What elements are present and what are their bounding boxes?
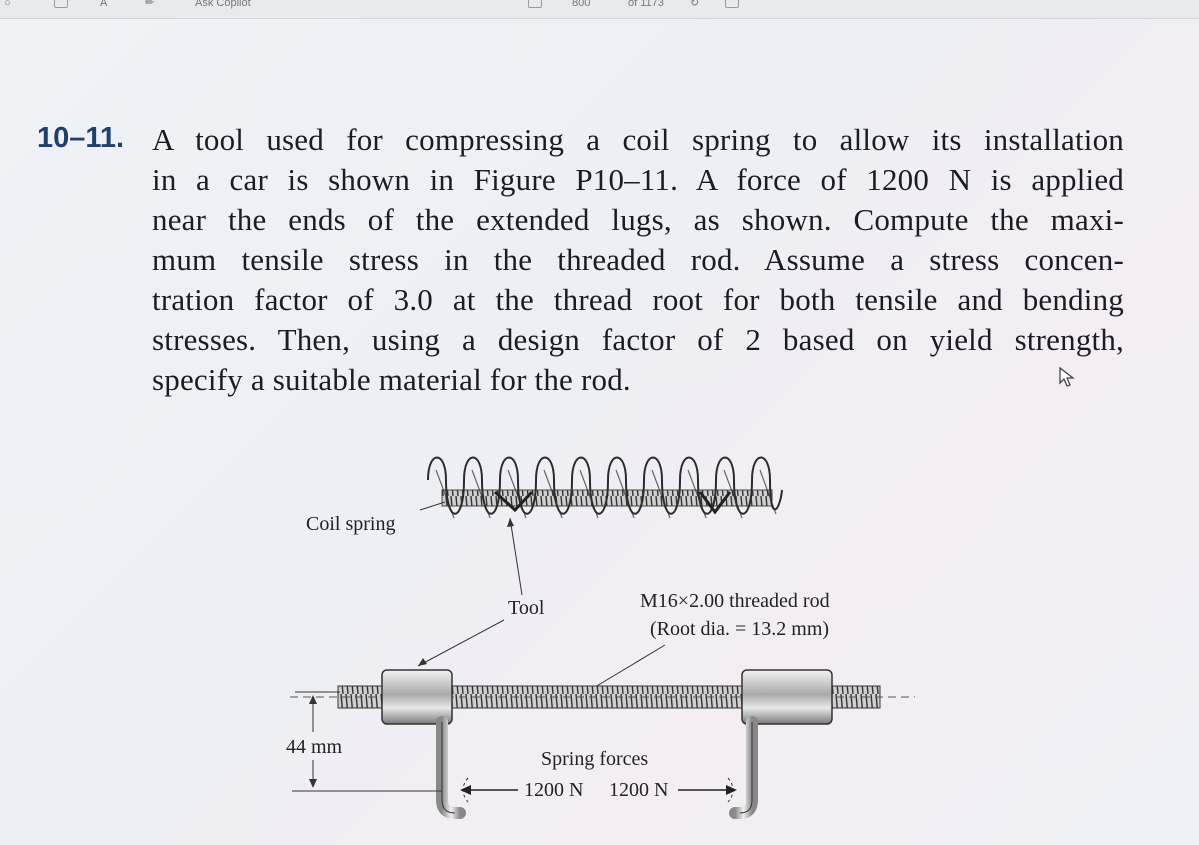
rotate-icon[interactable]: ↻ xyxy=(690,0,700,9)
back-icon[interactable]: ○ xyxy=(4,0,11,9)
problem-line: specify a suitable material for the rod. xyxy=(152,362,631,397)
problem-line: mum tensile stress in the threaded rod. … xyxy=(152,242,1124,277)
figure-drawing xyxy=(290,456,915,819)
fit-page-icon[interactable] xyxy=(528,0,542,8)
problem-line: A tool used for compressing a coil sprin… xyxy=(152,122,1124,157)
pdf-toolbar: ○ A ✏ Ask Copilot 800 of 1173 ↻ xyxy=(0,0,1199,19)
coil-spring-drawing xyxy=(427,456,783,519)
two-page-icon[interactable] xyxy=(725,0,739,8)
rod-label: M16×2.00 threaded rod xyxy=(640,590,830,612)
dimension-44mm xyxy=(292,691,442,792)
ask-copilot-button[interactable]: Ask Copilot xyxy=(195,0,251,9)
problem-line: stresses. Then, using a design factor of… xyxy=(152,322,1124,357)
rod-leader xyxy=(594,644,666,688)
problem-line: tration factor of 3.0 at the thread root… xyxy=(152,282,1124,317)
dimension-label: 44 mm xyxy=(286,736,343,758)
figure-spring-tool: Coil spring Tool M16×2.00 threaded rod (… xyxy=(270,430,930,830)
coil-spring-leader xyxy=(419,501,446,511)
force-right-label: 1200 N xyxy=(609,779,669,801)
spring-forces-label: Spring forces xyxy=(541,748,649,770)
sidebar-toggle-icon[interactable] xyxy=(54,0,68,8)
root-diameter-label: (Root dia. = 13.2 mm) xyxy=(650,618,830,640)
problem-number: 10–11. xyxy=(37,122,125,154)
page-count: of 1173 xyxy=(628,0,664,9)
spring-force-arrows xyxy=(460,785,737,795)
force-left-label: 1200 N xyxy=(524,779,584,801)
text-tool-icon[interactable]: A xyxy=(100,0,108,9)
tool-leader-top xyxy=(509,517,523,596)
problem-line: in a car is shown in Figure P10–11. A fo… xyxy=(152,162,1124,197)
problem-line: near the ends of the extended lugs, as s… xyxy=(152,202,1124,237)
problem-text: A tool used for compressing a coil sprin… xyxy=(152,120,1124,400)
zoom-level[interactable]: 800 xyxy=(572,0,591,9)
threaded-rod-drawing xyxy=(290,669,915,819)
coil-spring-label: Coil spring xyxy=(306,513,396,535)
tool-leader-bottom xyxy=(417,619,505,667)
mouse-cursor-icon xyxy=(1059,366,1075,387)
tool-label: Tool xyxy=(508,597,545,619)
draw-tool-icon[interactable]: ✏ xyxy=(145,0,155,9)
